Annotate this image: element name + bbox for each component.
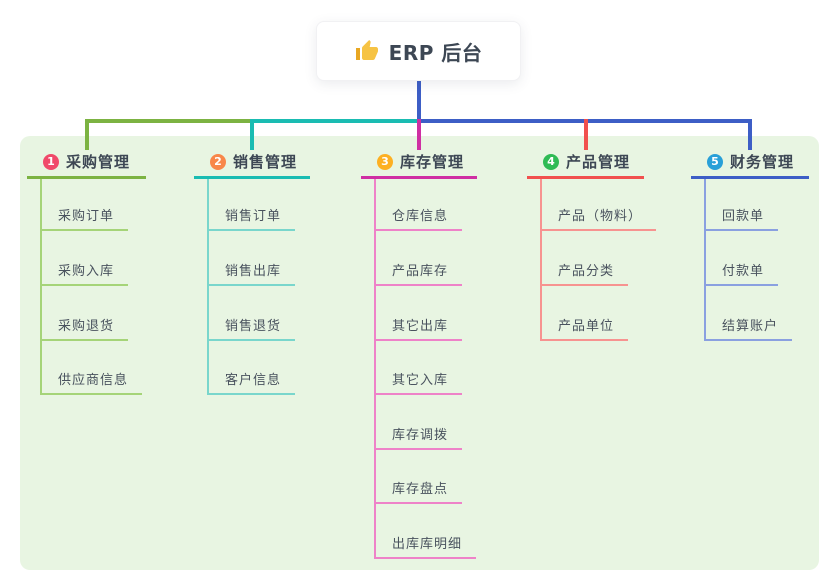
child-node[interactable]: 其它出库 (374, 315, 463, 341)
child-node[interactable]: 产品单位 (540, 315, 629, 341)
child-node[interactable]: 回款单 (704, 205, 779, 231)
branch-label: 销售管理 (233, 153, 298, 171)
branch-drop-line (584, 119, 588, 150)
child-node[interactable]: 出库库明细 (374, 533, 477, 559)
child-node[interactable]: 销售出库 (207, 260, 296, 286)
branch-vline (374, 179, 376, 559)
child-node[interactable]: 产品分类 (540, 260, 629, 286)
branch-drop-line (250, 119, 254, 150)
child-node[interactable]: 供应商信息 (40, 369, 143, 395)
connector-bus-segment (85, 119, 254, 123)
child-label: 销售订单 (225, 209, 282, 224)
child-node[interactable]: 结算账户 (704, 315, 793, 341)
child-label: 采购订单 (58, 209, 115, 224)
child-node[interactable]: 采购入库 (40, 260, 129, 286)
child-node[interactable]: 销售退货 (207, 315, 296, 341)
branch-badge: 4 (543, 153, 559, 170)
connector-stem (417, 81, 421, 123)
child-label: 产品分类 (558, 264, 615, 279)
child-label: 客户信息 (225, 373, 282, 388)
child-label: 供应商信息 (58, 373, 129, 388)
child-label: 产品（物料） (558, 209, 643, 224)
child-label: 库存盘点 (392, 482, 449, 497)
branch-label: 财务管理 (730, 153, 795, 171)
branch-node[interactable]: 4 产品管理 (527, 147, 644, 179)
root-node[interactable]: ERP 后台 (316, 21, 521, 81)
child-label: 产品库存 (392, 264, 449, 279)
child-label: 结算账户 (722, 319, 779, 334)
branch-badge: 1 (43, 153, 59, 170)
branch-badge: 2 (210, 153, 226, 170)
root-label: ERP 后台 (388, 40, 483, 65)
child-node[interactable]: 产品库存 (374, 260, 463, 286)
branch-drop-line (85, 119, 89, 150)
child-label: 采购退货 (58, 319, 115, 334)
child-node[interactable]: 仓库信息 (374, 205, 463, 231)
branch-drop-line (748, 119, 752, 150)
branch-label: 产品管理 (566, 153, 631, 171)
branch-label: 库存管理 (400, 153, 465, 171)
branch-vline (540, 179, 542, 341)
child-node[interactable]: 采购订单 (40, 205, 129, 231)
child-node[interactable]: 产品（物料） (540, 205, 657, 231)
child-label: 出库库明细 (392, 537, 463, 552)
child-label: 库存调拨 (392, 428, 449, 443)
branch-node[interactable]: 5 财务管理 (691, 147, 809, 179)
child-label: 采购入库 (58, 264, 115, 279)
branch-node[interactable]: 2 销售管理 (194, 147, 310, 179)
child-node[interactable]: 库存盘点 (374, 478, 463, 504)
child-node[interactable]: 其它入库 (374, 369, 463, 395)
child-label: 付款单 (722, 264, 765, 279)
child-node[interactable]: 库存调拨 (374, 424, 463, 450)
branch-vline (207, 179, 209, 395)
branch-node[interactable]: 3 库存管理 (361, 147, 477, 179)
child-label: 仓库信息 (392, 209, 449, 224)
child-node[interactable]: 客户信息 (207, 369, 296, 395)
child-label: 产品单位 (558, 319, 615, 334)
child-label: 回款单 (722, 209, 765, 224)
child-node[interactable]: 销售订单 (207, 205, 296, 231)
child-label: 销售退货 (225, 319, 282, 334)
child-node[interactable]: 付款单 (704, 260, 779, 286)
branch-drop-line (417, 119, 421, 150)
child-label: 其它出库 (392, 319, 449, 334)
branch-badge: 5 (707, 153, 723, 170)
mindmap-panel (20, 136, 819, 570)
child-label: 销售出库 (225, 264, 282, 279)
branch-label: 采购管理 (66, 153, 131, 171)
branch-badge: 3 (377, 153, 393, 170)
connector-bus-segment (250, 119, 421, 123)
child-label: 其它入库 (392, 373, 449, 388)
branch-vline (40, 179, 42, 395)
child-node[interactable]: 采购退货 (40, 315, 129, 341)
branch-node[interactable]: 1 采购管理 (27, 147, 146, 179)
branch-vline (704, 179, 706, 341)
thumbs-up-icon (355, 40, 378, 60)
